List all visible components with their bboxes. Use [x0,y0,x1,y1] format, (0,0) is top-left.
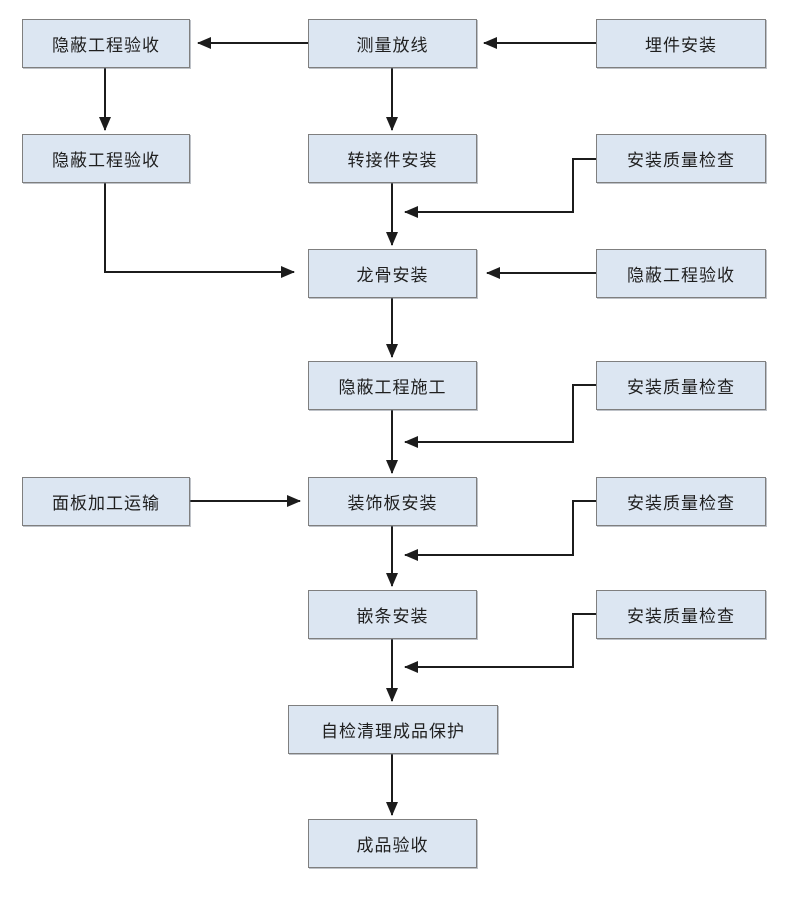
flow-node-inlay-install: 嵌条安装 [308,590,477,639]
flow-node-self-check-protect: 自检清理成品保护 [288,705,498,754]
arrow-quality-check-1-join [404,158,596,218]
flow-node-quality-check-2: 安装质量检查 [596,361,766,410]
flow-node-quality-check-3: 安装质量检查 [596,477,766,526]
flow-node-quality-check-4: 安装质量检查 [596,590,766,639]
flow-node-finished-acceptance: 成品验收 [308,819,477,868]
flow-node-survey-layout: 测量放线 [308,19,477,68]
flow-node-adapter-install: 转接件安装 [308,134,477,183]
flow-node-decor-panel-install: 装饰板安装 [308,477,477,526]
flow-node-hidden-acceptance-1: 隐蔽工程验收 [22,19,190,68]
flow-node-embed-install: 埋件安装 [596,19,766,68]
flow-node-panel-processing: 面板加工运输 [22,477,190,526]
flow-node-hidden-acceptance-3: 隐蔽工程验收 [596,249,766,298]
arrow-quality-check-3-join [404,500,596,561]
flow-node-hidden-acceptance-2: 隐蔽工程验收 [22,134,190,183]
flow-node-keel-install: 龙骨安装 [308,249,477,298]
arrow-quality-check-2-join [404,384,596,448]
flow-node-quality-check-1: 安装质量检查 [596,134,766,183]
arrow-quality-check-4-join [404,613,596,673]
flow-node-hidden-construction: 隐蔽工程施工 [308,361,477,410]
arrow-hidden-acceptance-2-to-keel-install [104,183,295,278]
